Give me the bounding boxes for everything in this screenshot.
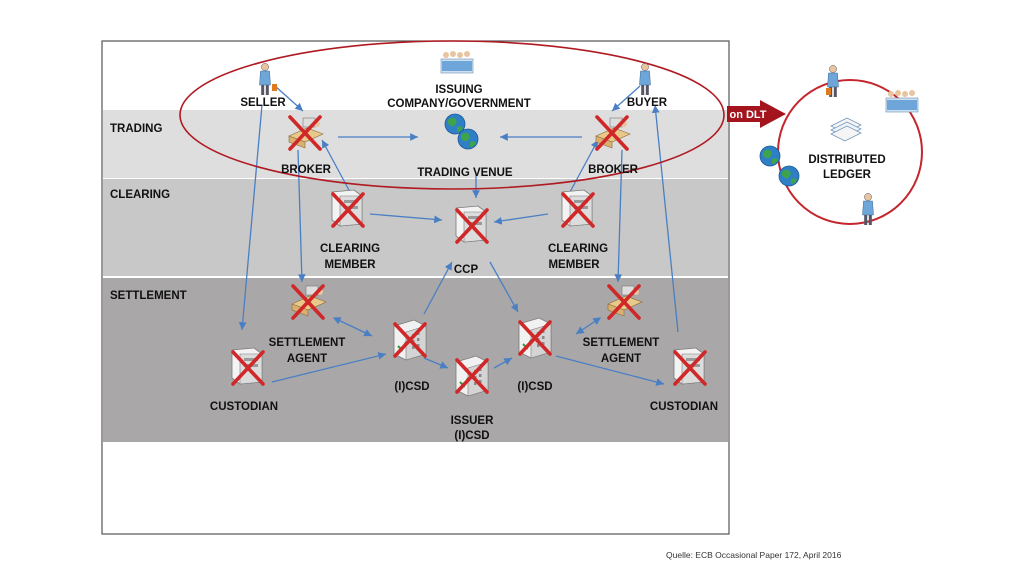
clearing-member-right-label-1: CLEARING [548,243,608,255]
arrow-icsd-custodian [555,355,665,386]
custodian-left-label: CUSTODIAN [210,401,278,413]
arrow-broker-settlement-right [614,149,623,283]
broker-left-label: BROKER [281,164,332,176]
icsd-left-node [393,319,427,361]
icsd-left-label: (I)CSD [394,381,429,393]
seller-label: SELLER [240,97,286,109]
issuing-label-line2: COMPANY/GOVERNMENT [387,98,531,110]
clearing-member-left-label-2: MEMBER [324,259,376,271]
icsd-right-label: (I)CSD [517,381,552,393]
clearing-member-right-node [561,189,595,228]
ledger-label-line2: LEDGER [823,169,872,181]
issuer-icsd-label-1: ISSUER [451,415,495,427]
ccp-label: CCP [454,264,479,276]
trading-venue-label: TRADING VENUE [417,167,513,179]
settlement-agent-right-label-1: SETTLEMENT [583,337,660,349]
arrow-seller-custodian [238,104,263,331]
issuer-icsd-label-2: (I)CSD [454,430,489,442]
ledger-globe-icon [759,145,781,167]
arrow-agent-icsd-right [575,317,602,335]
clearing-member-right-label-2: MEMBER [548,259,600,271]
clearing-band [103,179,728,276]
settlement-agent-left-label-1: SETTLEMENT [269,337,346,349]
ccp-node [455,205,489,244]
broker-right-label: BROKER [588,164,639,176]
custodian-right-label: CUSTODIAN [650,401,718,413]
arrow-agent-icsd-left [332,317,373,337]
arrow-icsd-issuer [423,357,449,369]
dlt-arrow-label: on DLT [729,109,766,121]
custodian-left-node [231,347,265,386]
issuer-icsd-node [455,355,489,397]
clearing-member-left-label-1: CLEARING [320,243,380,255]
trading-ellipse [179,40,725,190]
custodian-right-node [673,347,707,386]
band-label-trading: TRADING [110,123,162,135]
arrow-custodian-icsd [271,352,387,383]
ledger-globe-icon-2 [778,165,800,187]
arrow-clearing-broker-right [569,139,599,193]
arrow-issuer-icsd [493,357,513,369]
ledger-label-line1: DISTRIBUTED [808,154,885,166]
arrow-buyer-broker [611,85,641,112]
clearing-member-left-node [331,189,365,228]
arrow-clearing-ccp-right [493,213,549,225]
settlement-agent-right-label-2: AGENT [601,353,641,365]
band-label-settlement: SETTLEMENT [110,290,187,302]
arrow-clearing-ccp-left [369,213,443,224]
arrow-custodian-buyer [651,104,679,333]
settlement-agent-left-label-2: AGENT [287,353,327,365]
arrow-seller-broker [274,85,304,112]
issuing-label-line1: ISSUING [435,84,482,96]
dlt-arrow [727,100,786,128]
flow-arrows [238,85,679,386]
arrow-icsd-ccp [423,261,453,315]
band-label-clearing: CLEARING [110,189,170,201]
source-citation: Quelle: ECB Occasional Paper 172, April … [666,550,842,560]
buyer-label: BUYER [627,97,668,109]
ledger-audience-icon [885,89,919,113]
arrow-ccp-icsd [489,261,519,313]
arrow-broker-settlement-left [297,149,306,283]
ledger-bag-icon [826,88,831,95]
icsd-right-node [518,317,552,359]
seller-node [259,62,277,96]
trading-venue-globe-icon-2 [457,128,479,150]
